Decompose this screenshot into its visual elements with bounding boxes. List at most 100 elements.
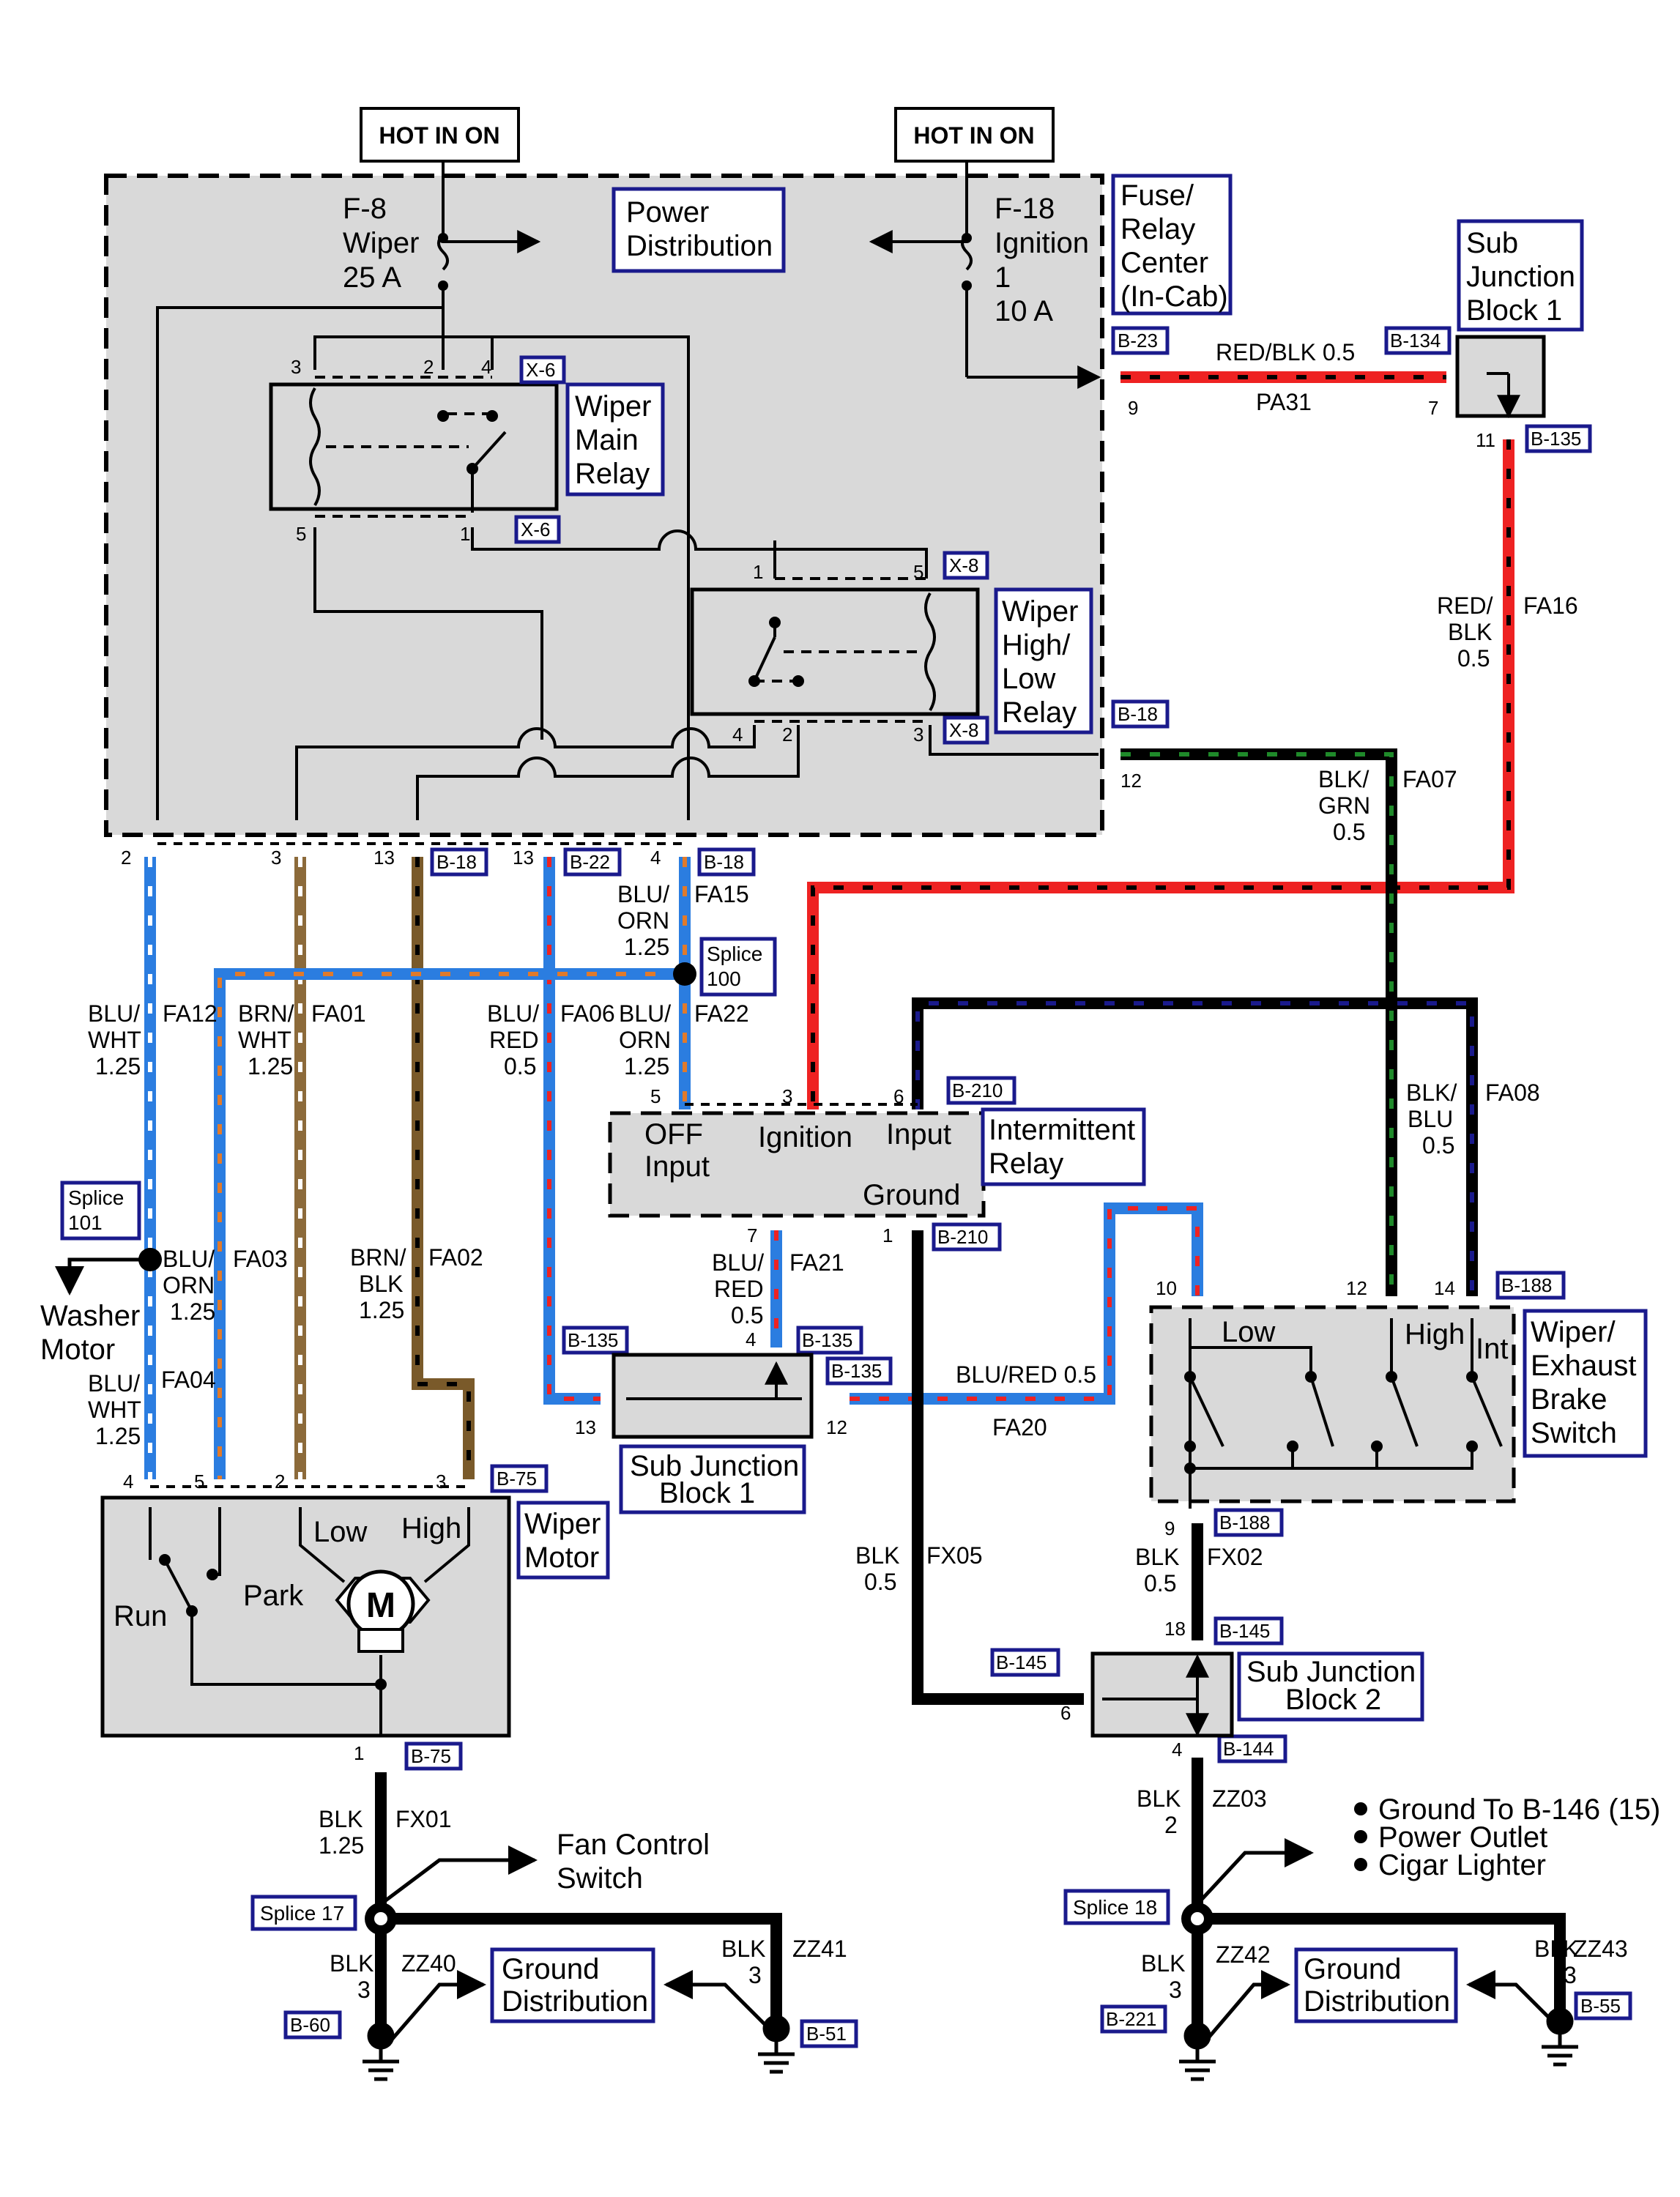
svg-text:X-6: X-6 (521, 518, 550, 540)
pin-wm2: 2 (275, 1471, 285, 1492)
pa31-circuit: PA31 (1256, 389, 1312, 415)
svg-text:B-18: B-18 (1118, 703, 1158, 725)
pin-sj2-18: 18 (1164, 1618, 1186, 1640)
f18-line2: Ignition (995, 227, 1089, 259)
whl-l2: High/ (1002, 629, 1071, 661)
zz43-circuit: ZZ43 (1573, 1936, 1628, 1962)
motor-high: High (401, 1512, 461, 1544)
fa21-circuit: FA21 (789, 1249, 844, 1276)
ir-ground: Ground (863, 1179, 960, 1211)
pa31-spec: RED/BLK 0.5 (1216, 339, 1355, 365)
sjb2-l1: Sub Junction (1246, 1656, 1416, 1688)
f18-line1: F-18 (995, 193, 1055, 225)
ir-label-l1: Intermittent (989, 1114, 1135, 1146)
splice-100-l1: Splice (707, 943, 762, 965)
hot-in-on-right-box (894, 107, 1055, 163)
sjb2-label-box (1237, 1651, 1424, 1722)
svg-text:X-8: X-8 (949, 554, 978, 576)
conn-tags: X-6 X-6 X-8 X-8 B-23 B-134 B-135 B-18 B-… (283, 326, 1632, 2048)
fx02-spec-1: BLK (1135, 1544, 1179, 1570)
svg-text:B-75: B-75 (411, 1745, 451, 1767)
pin-ir7: 7 (747, 1224, 757, 1246)
motor-symbol: M (366, 1586, 395, 1625)
splice-18-box (1063, 1889, 1170, 1925)
fa06-spec-1: BLU/ (487, 1000, 539, 1027)
fa03-circuit: FA03 (233, 1246, 288, 1272)
zz43-spec-2: 3 (1564, 1962, 1577, 1988)
svg-text:B-135: B-135 (1531, 428, 1581, 450)
svg-text:B-51: B-51 (806, 2023, 847, 2045)
ground-symbol-b221 (1179, 2022, 1216, 2081)
pin-hl5: 5 (913, 561, 923, 583)
pin-ir5: 5 (650, 1085, 661, 1107)
pin-ir3: 3 (782, 1085, 792, 1107)
gdl-l1: Ground (502, 1953, 599, 1985)
splice-101-box (60, 1181, 141, 1241)
fa16-circuit: FA16 (1523, 592, 1578, 619)
motor-wiring (149, 1507, 470, 1736)
fa01-spec-1: BRN/ (238, 1000, 294, 1027)
zz42-circuit: ZZ42 (1216, 1941, 1271, 1968)
fa08-circuit: FA08 (1485, 1079, 1540, 1106)
pin-sw10: 10 (1156, 1277, 1177, 1299)
svg-text:B-188: B-188 (1219, 1512, 1270, 1534)
svg-text:B-75: B-75 (497, 1468, 537, 1490)
svg-text:B-22: B-22 (570, 851, 610, 873)
frc-l2: Relay (1120, 213, 1195, 245)
fa04-spec-2: WHT (88, 1397, 141, 1423)
harness-wires (144, 371, 1566, 2036)
fa15-spec-2: ORN (617, 907, 669, 934)
sjb1-top-l3: Block 1 (1466, 294, 1562, 327)
wes-l4: Switch (1531, 1417, 1617, 1449)
f8-line3: 25 A (343, 261, 401, 294)
ground-distribution-right-box (1294, 1947, 1458, 2023)
fa16-spec-3: 0.5 (1457, 645, 1490, 672)
fa12-spec-3: 1.25 (95, 1053, 141, 1079)
pin-mr1: 1 (460, 523, 470, 545)
svg-text:B-135: B-135 (802, 1329, 852, 1351)
zz03-spec-1: BLK (1137, 1785, 1181, 1812)
fx02-circuit: FX02 (1207, 1544, 1263, 1570)
fa22-spec-3: 1.25 (624, 1053, 669, 1079)
f18-line4: 10 A (995, 295, 1053, 327)
svg-text:B-18: B-18 (436, 851, 477, 873)
frc-l1: Fuse/ (1120, 179, 1194, 212)
frc-l3: Center (1120, 247, 1208, 279)
pin-hl2: 2 (782, 724, 792, 746)
frc-l4: (In-Cab) (1120, 280, 1228, 313)
ir-off-input-l1: OFF (644, 1118, 703, 1150)
fa06-spec-3: 0.5 (504, 1053, 536, 1079)
pin-sw14: 14 (1434, 1277, 1455, 1299)
hot-in-on-right: HOT IN ON (913, 122, 1034, 149)
sjb1-top-l2: Junction (1466, 261, 1575, 293)
fa06-spec-2: RED (489, 1027, 539, 1053)
fa12-circuit: FA12 (163, 1000, 218, 1027)
whl-l4: Relay (1002, 696, 1077, 729)
pin-sj4: 4 (746, 1328, 756, 1350)
pin-wm4: 4 (123, 1471, 133, 1492)
ground-symbol-b51 (758, 2015, 795, 2074)
wiper-motor-body (100, 1495, 511, 1738)
wes-l1: Wiper/ (1531, 1316, 1616, 1348)
sjb2-body (1090, 1651, 1234, 1738)
splice-101-l1: Splice (68, 1186, 124, 1209)
f8-line1: F-8 (343, 193, 387, 225)
pin-wm1: 1 (354, 1742, 364, 1764)
zz40-spec-1: BLK (330, 1950, 373, 1977)
svg-text:B-144: B-144 (1223, 1738, 1274, 1760)
ir-off-input-l2: Input (644, 1150, 710, 1183)
pin-p3: 3 (271, 847, 281, 869)
fx01-spec-1: BLK (319, 1806, 363, 1832)
svg-text:B-134: B-134 (1390, 330, 1441, 352)
hot-in-on-left-box (360, 107, 520, 163)
sjb1-top-label-box (1457, 219, 1584, 332)
fa08-spec-2: BLU (1408, 1106, 1453, 1132)
svg-text:X-6: X-6 (526, 359, 555, 381)
f18-line3: 1 (995, 261, 1011, 294)
fa04-spec-1: BLU/ (88, 1370, 140, 1397)
gdl-l2: Distribution (502, 1985, 648, 2018)
splice-100-l2: 100 (707, 967, 741, 990)
fuse-f8 (437, 161, 541, 337)
fa16-spec-1: RED/ (1437, 592, 1493, 619)
